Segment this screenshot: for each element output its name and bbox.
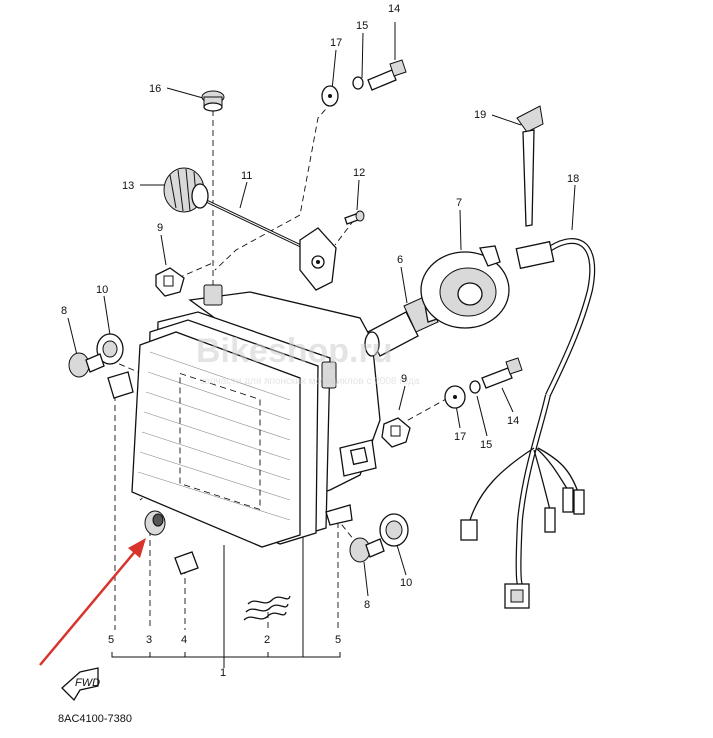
callout-5-right: 5 xyxy=(335,634,341,646)
callout-16: 16 xyxy=(149,83,161,95)
watermark: Bikeshop.ru запчасти для японских мотоци… xyxy=(196,332,420,387)
callout-labels: 1 2 3 4 5 5 6 7 8 8 9 9 10 10 11 12 13 1… xyxy=(61,3,579,679)
highlight-arrow xyxy=(39,538,146,666)
nut-part-9-left xyxy=(155,267,185,297)
wire-harness-part-18 xyxy=(460,238,596,609)
bolt-part-14-right xyxy=(481,357,523,389)
washer-part-15-right xyxy=(469,380,481,394)
bolt-part-14-top xyxy=(367,59,407,91)
washer-part-15-top xyxy=(352,76,364,90)
socket-cover-part-7 xyxy=(420,245,510,329)
callout-3: 3 xyxy=(146,634,152,646)
callout-1: 1 xyxy=(220,667,226,679)
callout-12: 12 xyxy=(353,167,365,179)
grommet-part-10-right xyxy=(379,513,409,547)
callout-11: 11 xyxy=(241,170,252,182)
lens-pattern xyxy=(137,351,291,521)
callout-8-right: 8 xyxy=(364,599,370,611)
callout-2: 2 xyxy=(264,634,270,646)
headlight-housing xyxy=(107,284,381,548)
fwd-label: FWD xyxy=(75,677,100,689)
bolt-part-8-left xyxy=(68,352,105,378)
bolt-part-8-right xyxy=(349,537,385,563)
callout-17-top: 17 xyxy=(330,37,342,49)
callout-15-top: 15 xyxy=(356,20,368,32)
adjuster-knob xyxy=(163,167,209,213)
grommet-part-10-left xyxy=(96,333,124,365)
watermark-sub: запчасти для японских мотоциклов с 2008 … xyxy=(200,376,420,387)
callout-9-left: 9 xyxy=(157,222,163,234)
callout-6: 6 xyxy=(397,254,403,266)
nut-part-3 xyxy=(144,510,166,536)
callout-5-left: 5 xyxy=(108,634,114,646)
cable-tie-part-19 xyxy=(516,105,544,227)
forward-direction-arrow: FWD xyxy=(61,667,100,702)
callout-13: 13 xyxy=(122,180,134,192)
washer-part-17-right xyxy=(444,385,466,409)
clip-part-4 xyxy=(174,551,199,575)
callout-19: 19 xyxy=(474,109,486,121)
callout-9-right: 9 xyxy=(401,373,407,385)
adjuster-rod xyxy=(199,196,337,291)
callout-14-top: 14 xyxy=(388,3,400,15)
grommet-part-16 xyxy=(201,90,225,112)
callout-10-left: 10 xyxy=(96,284,108,296)
screw-part-12 xyxy=(344,210,365,225)
watermark-main: Bikeshop.ru xyxy=(196,332,392,370)
callout-15-right: 15 xyxy=(480,439,492,451)
clip-right xyxy=(325,504,353,526)
spring-part-2 xyxy=(243,595,291,621)
callout-4: 4 xyxy=(181,634,187,646)
callout-17-right: 17 xyxy=(454,431,466,443)
callout-18: 18 xyxy=(567,173,579,185)
clip-left xyxy=(107,371,134,399)
callout-7: 7 xyxy=(456,197,462,209)
callout-10-right: 10 xyxy=(400,577,412,589)
callout-14-right: 14 xyxy=(507,415,519,427)
nut-part-9-right xyxy=(381,417,411,448)
catalog-code: 8AC4100-7380 xyxy=(58,713,132,725)
callout-8-left: 8 xyxy=(61,305,67,317)
washer-part-17-top xyxy=(321,85,339,107)
